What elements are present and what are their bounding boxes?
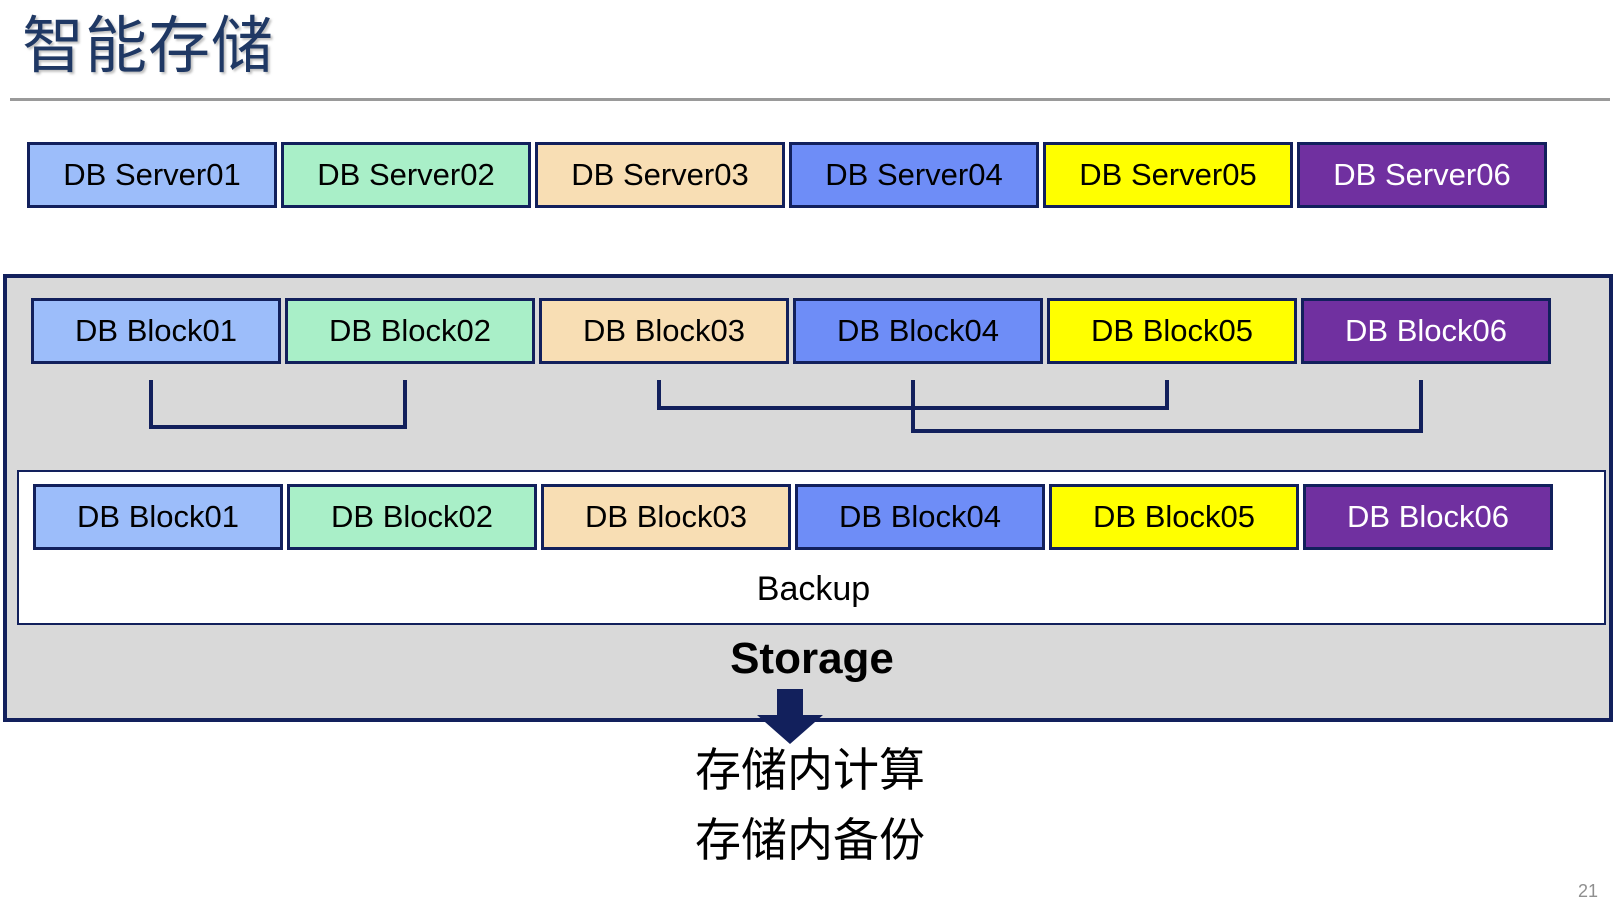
connector-block03-block05-down-left xyxy=(657,380,661,410)
db-block-primary-node-label: DB Block02 xyxy=(329,313,491,348)
db-server-node-1: DB Server01 xyxy=(27,142,277,208)
connector-block04-block06-down-right xyxy=(1419,380,1423,433)
db-server-node-label: DB Server06 xyxy=(1333,157,1511,192)
db-server-node-3: DB Server03 xyxy=(535,142,785,208)
db-block-primary-node-label: DB Block06 xyxy=(1345,313,1507,348)
db-block-primary-node-4: DB Block04 xyxy=(793,298,1043,364)
db-block-backup-node-3: DB Block03 xyxy=(541,484,791,550)
connector-block01-block02-down-left xyxy=(149,380,153,429)
db-block-primary-node-label: DB Block05 xyxy=(1091,313,1253,348)
caption-in-storage-backup: 存储内备份 xyxy=(695,814,925,866)
backup-panel: Backup DB Block01 DB Block02 DB Block03 DB … xyxy=(17,470,1606,625)
db-block-primary-node-3: DB Block03 xyxy=(539,298,789,364)
db-server-node-5: DB Server05 xyxy=(1043,142,1293,208)
page-title: 智能存储 xyxy=(22,12,275,81)
db-block-primary-node-label: DB Block01 xyxy=(75,313,237,348)
title-divider xyxy=(10,98,1610,101)
db-block-primary-node-label: DB Block04 xyxy=(837,313,999,348)
db-block-backup-node-5: DB Block05 xyxy=(1049,484,1299,550)
db-server-node-label: DB Server04 xyxy=(825,157,1003,192)
connector-block04-block06-horizontal xyxy=(911,429,1423,433)
db-server-node-label: DB Server05 xyxy=(1079,157,1257,192)
db-block-backup-node-label: DB Block02 xyxy=(331,499,493,534)
db-server-node-6: DB Server06 xyxy=(1297,142,1547,208)
connector-block01-block02-down-right xyxy=(403,380,407,429)
db-block-backup-node-label: DB Block04 xyxy=(839,499,1001,534)
db-block-backup-node-label: DB Block06 xyxy=(1347,499,1509,534)
storage-container: Backup DB Block01 DB Block02 DB Block03 DB … xyxy=(3,274,1613,744)
connector-block03-block05-down-right xyxy=(1165,380,1169,410)
db-block-primary-node-6: DB Block06 xyxy=(1301,298,1551,364)
db-block-backup-node-4: DB Block04 xyxy=(795,484,1045,550)
db-block-backup-node-label: DB Block05 xyxy=(1093,499,1255,534)
db-server-node-label: DB Server01 xyxy=(63,157,241,192)
page-number: 21 xyxy=(1577,881,1598,901)
db-block-primary-node-label: DB Block03 xyxy=(583,313,745,348)
connector-block04-block06-down-left xyxy=(911,380,915,433)
db-block-backup-node-6: DB Block06 xyxy=(1303,484,1553,550)
db-block-primary-node-5: DB Block05 xyxy=(1047,298,1297,364)
caption-in-storage-compute: 存储内计算 xyxy=(695,744,925,796)
backup-label: Backup xyxy=(756,570,871,608)
db-block-primary-node-2: DB Block02 xyxy=(285,298,535,364)
down-arrow-icon xyxy=(757,689,823,744)
db-block-backup-node-1: DB Block01 xyxy=(33,484,283,550)
db-server-node-4: DB Server04 xyxy=(789,142,1039,208)
db-block-backup-node-label: DB Block01 xyxy=(77,499,239,534)
db-server-node-2: DB Server02 xyxy=(281,142,531,208)
db-server-node-label: DB Server02 xyxy=(317,157,495,192)
storage-label: Storage xyxy=(730,634,894,683)
db-server-node-label: DB Server03 xyxy=(571,157,749,192)
db-block-primary-node-1: DB Block01 xyxy=(31,298,281,364)
connector-block01-block02-horizontal xyxy=(149,425,407,429)
db-block-backup-node-label: DB Block03 xyxy=(585,499,747,534)
db-block-backup-node-2: DB Block02 xyxy=(287,484,537,550)
